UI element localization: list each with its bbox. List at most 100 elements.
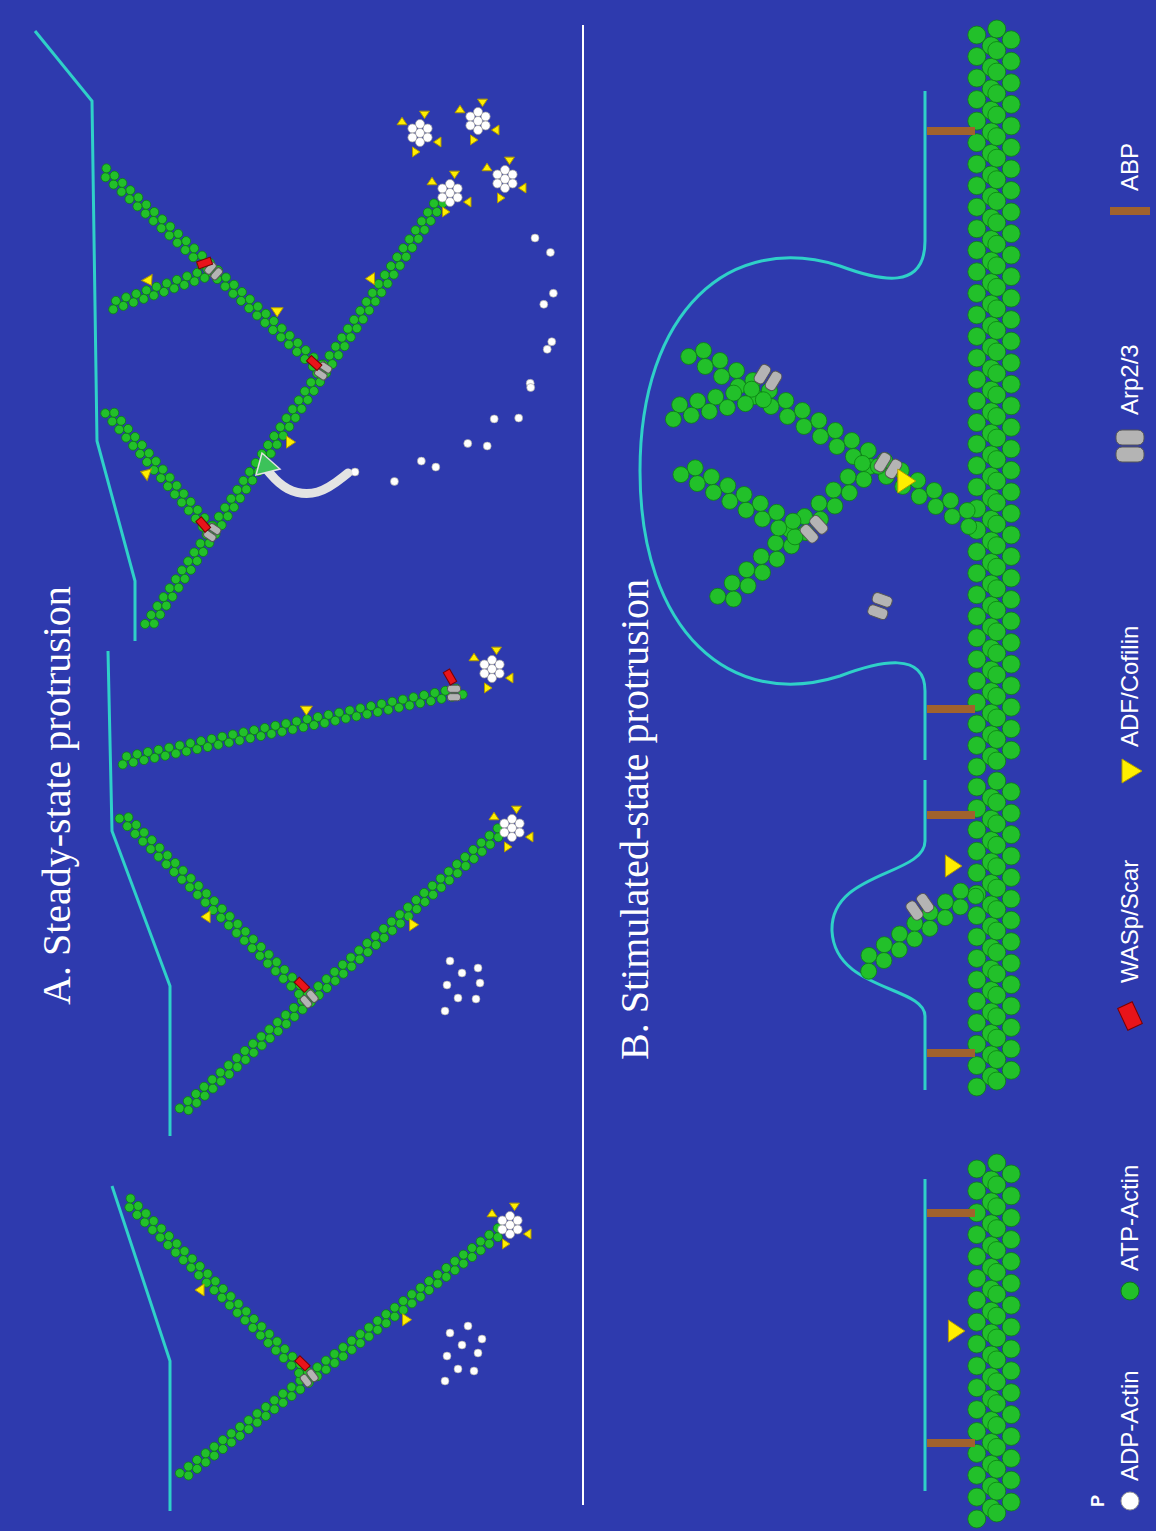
actin-subunit bbox=[184, 506, 193, 515]
panel-title: A. Steady-state protrusion bbox=[34, 586, 79, 1005]
cofilin-triangle bbox=[195, 1284, 204, 1296]
actin-subunit bbox=[891, 942, 907, 958]
legend-text: ATP-Actin bbox=[1116, 1165, 1143, 1271]
wasp-block bbox=[295, 1356, 310, 1371]
actin-subunit bbox=[118, 760, 127, 769]
actin-subunit bbox=[155, 843, 164, 852]
actin-subunit bbox=[331, 976, 340, 985]
cofilin-triangle bbox=[403, 1314, 412, 1326]
actin-subunit bbox=[233, 1308, 242, 1317]
actin-subunit bbox=[399, 244, 408, 253]
wasp-scar bbox=[306, 355, 321, 370]
actin-subunit bbox=[218, 1436, 227, 1445]
actin-subunit bbox=[214, 512, 223, 521]
actin-filament bbox=[988, 772, 1020, 1090]
actin-subunit bbox=[151, 457, 160, 466]
actin-subunit bbox=[266, 449, 275, 458]
actin-subunit bbox=[124, 424, 133, 433]
actin-subunit bbox=[386, 262, 395, 271]
actin-subunit bbox=[191, 1089, 200, 1098]
wasp-scar bbox=[295, 1356, 310, 1371]
actin-subunit bbox=[141, 1209, 150, 1218]
actin-subunit bbox=[673, 467, 689, 483]
adp-actin bbox=[500, 819, 509, 828]
actin-subunit bbox=[133, 202, 142, 211]
actin-subunit bbox=[459, 1259, 468, 1268]
actin-subunit bbox=[249, 1048, 258, 1057]
cofilin-triangle bbox=[482, 163, 492, 170]
actin-subunit bbox=[420, 897, 429, 906]
actin-subunit bbox=[229, 280, 238, 289]
actin-subunit bbox=[270, 1396, 279, 1405]
actin-subunit bbox=[420, 888, 429, 897]
cofilin-triangle bbox=[498, 193, 505, 203]
actin-subunit bbox=[778, 393, 794, 409]
cofilin bbox=[469, 653, 479, 660]
actin-subunit bbox=[450, 1257, 459, 1266]
actin-subunit bbox=[240, 1316, 249, 1325]
actin-subunit bbox=[345, 706, 354, 715]
actin-subunit bbox=[396, 919, 405, 928]
actin-subunit bbox=[186, 739, 195, 748]
actin-subunit bbox=[395, 910, 404, 919]
cofilin-triangle bbox=[519, 183, 526, 193]
actin-subunit bbox=[325, 351, 334, 360]
actin-subunit bbox=[225, 1301, 234, 1310]
actin-subunit bbox=[382, 1310, 391, 1319]
actin-subunit bbox=[706, 484, 722, 500]
actin-subunit bbox=[347, 962, 356, 971]
adp-actin bbox=[474, 964, 482, 972]
actin-subunit bbox=[363, 948, 372, 957]
actin-subunit bbox=[339, 1343, 348, 1352]
actin-subunit bbox=[122, 293, 131, 302]
actin-subunit bbox=[165, 1232, 174, 1241]
wasp-block bbox=[196, 517, 211, 533]
actin-subunit bbox=[389, 270, 398, 279]
actin-subunit bbox=[186, 874, 195, 883]
cofilin bbox=[287, 436, 296, 448]
adp-actin bbox=[549, 289, 557, 297]
cofilin bbox=[403, 1314, 412, 1326]
actin-subunit bbox=[132, 289, 141, 298]
adp-actin bbox=[443, 981, 451, 989]
actin-subunit bbox=[412, 905, 421, 914]
adp-actin bbox=[464, 439, 472, 447]
actin-subunit bbox=[190, 548, 199, 557]
actin-subunit bbox=[162, 279, 171, 288]
cofilin bbox=[898, 469, 916, 493]
actin-subunit bbox=[365, 306, 374, 315]
legend-entry: ATP-Actin bbox=[1116, 1165, 1144, 1271]
adp-actin bbox=[438, 184, 447, 193]
actin-subunit bbox=[339, 1352, 348, 1361]
arp-subunit bbox=[798, 523, 820, 545]
cofilin bbox=[948, 1320, 965, 1342]
actin-subunit bbox=[420, 691, 429, 700]
actin-subunit bbox=[182, 237, 191, 246]
actin-subunit bbox=[203, 1269, 212, 1278]
legend bbox=[1110, 207, 1150, 1510]
actin-subunit bbox=[841, 485, 857, 501]
cofilin bbox=[455, 105, 465, 112]
cofilin-triangle bbox=[489, 812, 499, 819]
actin-subunit bbox=[187, 1263, 196, 1272]
panel-title: B. Stimulated-state protrusion bbox=[612, 579, 657, 1060]
actin-subunit bbox=[922, 920, 938, 936]
actin-subunit bbox=[108, 417, 117, 426]
actin-subunit bbox=[255, 951, 264, 960]
actin-subunit bbox=[690, 393, 706, 409]
actin-filament bbox=[175, 824, 503, 1115]
arp-subunit bbox=[904, 899, 924, 922]
actin-subunit bbox=[244, 1425, 253, 1434]
actin-subunit bbox=[988, 1154, 1006, 1172]
label-holder: B. Stimulated-state protrusion bbox=[612, 579, 658, 1060]
actin-subunit bbox=[368, 288, 377, 297]
actin-subunit bbox=[174, 229, 183, 238]
cofilin bbox=[506, 673, 513, 683]
wasp-scar bbox=[294, 977, 309, 992]
cell-membrane bbox=[832, 780, 925, 1090]
actin-subunit bbox=[876, 953, 892, 969]
actin-subunit bbox=[301, 346, 310, 355]
adp-actin bbox=[513, 1216, 522, 1225]
